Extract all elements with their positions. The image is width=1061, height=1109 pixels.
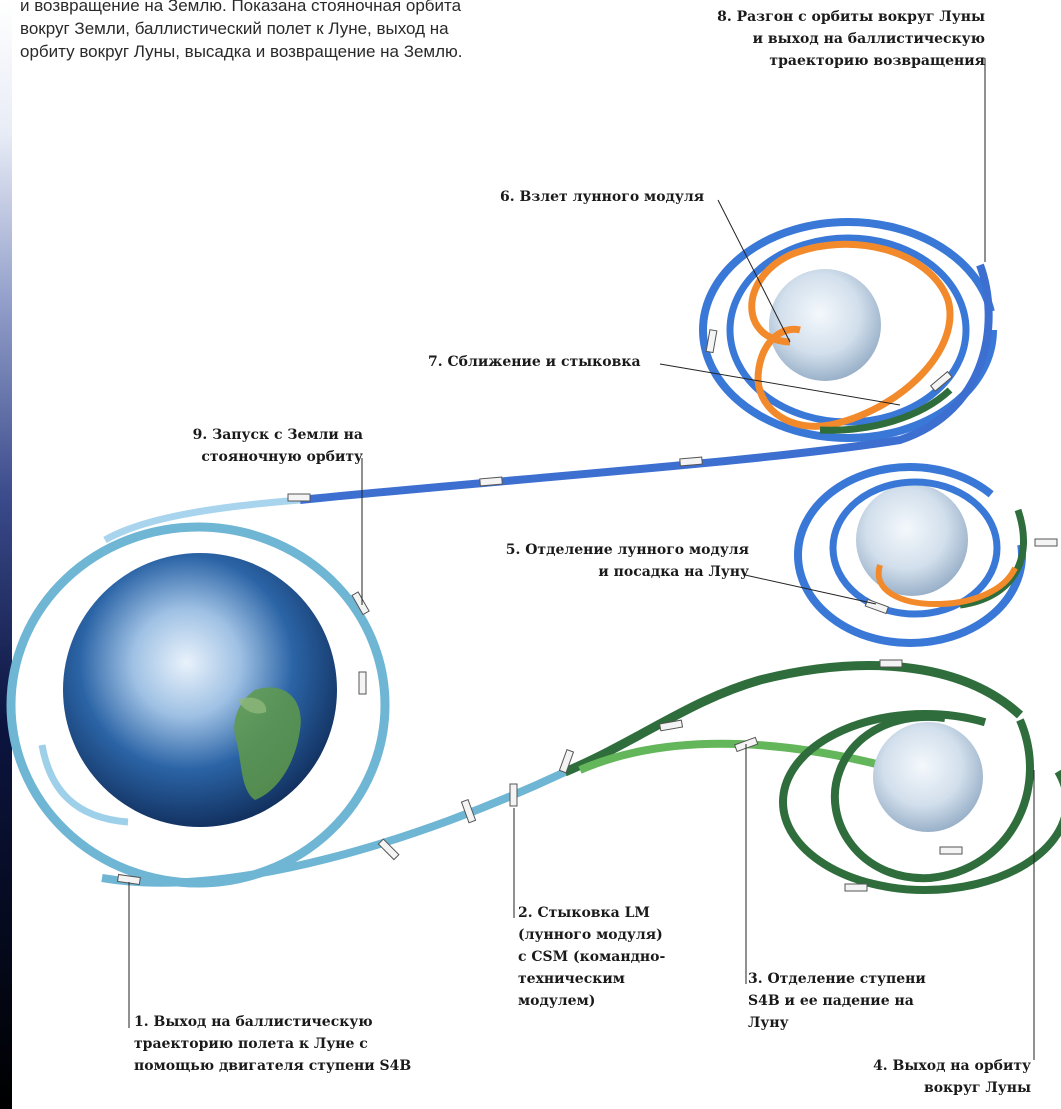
earth-landmass <box>234 687 301 800</box>
caption-line: орбиту вокруг Луны, высадка и возвращени… <box>20 42 463 61</box>
rendezvous-green-arc <box>819 387 953 434</box>
earth-launch-arc <box>38 744 129 826</box>
spacecraft-icon <box>479 476 503 487</box>
moon-5 <box>856 484 968 596</box>
spacecraft-icon <box>509 783 518 807</box>
trans-lunar-trajectory-green <box>563 661 1024 777</box>
step-8-line: траекторию возвращения <box>769 53 985 69</box>
trans-lunar-trajectory-blue <box>101 768 567 887</box>
step-2-line: (лунного модуля) <box>518 927 663 943</box>
spacecraft-icon <box>864 598 890 615</box>
step-3-line: S4B и ее падение на <box>748 993 914 1009</box>
step-5-label: 5. Отделение лунного модуля и посадка на… <box>506 539 749 583</box>
step-8-line: и выход на баллистическую <box>752 31 985 47</box>
step-2-label: 2. Стыковка LM (лунного модуля) с CSM (к… <box>518 902 665 1012</box>
step-2-line: 2. Стыковка LM <box>518 905 650 921</box>
spacecraft-icon <box>879 659 903 668</box>
spacecraft-markers <box>116 329 1058 892</box>
spacecraft-icon <box>929 370 953 392</box>
earth-group <box>6 522 390 888</box>
step-2-line: с CSM (командно- <box>518 949 666 965</box>
spacecraft-icon <box>705 329 718 354</box>
step-3-label: 3. Отделение ступени S4B и ее падение на… <box>748 968 926 1034</box>
spacecraft-icon <box>939 846 963 855</box>
step-3-line: Луну <box>748 1015 789 1031</box>
step-6-line: 6. Взлет лунного модуля <box>500 189 705 205</box>
step-8-line: 8. Разгон с орбиты вокруг Луны <box>717 9 985 25</box>
step-7-line: 7. Сближение и стыковка <box>428 354 641 370</box>
return-trajectory-light <box>103 496 301 544</box>
step-3-line: 3. Отделение ступени <box>748 971 926 987</box>
lm-descent-path <box>875 564 1018 608</box>
spacecraft-icon <box>358 671 367 695</box>
step-7-label: 7. Сближение и стыковка <box>428 351 641 373</box>
step-1-label: 1. Выход на баллистическую траекторию по… <box>134 1011 411 1077</box>
earth <box>63 553 337 827</box>
step-2-line: модулем) <box>518 993 596 1009</box>
lunar-orbit-4-inner <box>830 712 1034 883</box>
step-4-label: 4. Выход на орбиту вокруг Луны <box>873 1055 1031 1099</box>
leader-line-step-5 <box>744 574 877 605</box>
step-8-label: 8. Разгон с орбиты вокруг Луны и выход н… <box>717 6 985 72</box>
caption-line: вокруг Земли, баллистический полет к Лун… <box>20 19 449 38</box>
spacecraft-icon <box>287 493 311 502</box>
step-5-line: 5. Отделение лунного модуля <box>505 542 749 558</box>
step-2-line: техническим <box>518 971 625 987</box>
step-1-line: траекторию полета к Луне с <box>134 1036 368 1052</box>
spacecraft-icon <box>377 838 400 861</box>
spacecraft-icon <box>351 591 370 616</box>
step-9-line: стояночную орбиту <box>201 449 363 465</box>
step-1-line: помощью двигателя ступени S4B <box>134 1058 412 1074</box>
lunar-orbit-top-group <box>699 218 997 442</box>
step-9-line: 9. Запуск с Земли на <box>192 427 363 443</box>
step-4-line: 4. Выход на орбиту <box>873 1058 1031 1074</box>
caption-text: и возвращение на Землю. Показана стояноч… <box>20 0 540 63</box>
lunar-orbit-5-inner <box>829 478 1001 618</box>
caption-line: и возвращение на Землю. Показана стояноч… <box>20 0 462 15</box>
leader-line-step-7 <box>659 363 901 406</box>
lunar-orbit-5-group <box>794 463 1028 647</box>
step-4-line: вокруг Луны <box>923 1080 1031 1096</box>
left-edge-gradient <box>0 0 12 1109</box>
spacecraft-icon <box>460 798 477 824</box>
lunar-orbit-4-group <box>779 710 1061 894</box>
spacecraft-icon <box>558 748 575 774</box>
lm-ascent-path <box>748 240 954 430</box>
leader-line-step-6 <box>717 199 791 343</box>
spacecraft-icon <box>659 719 684 732</box>
spacecraft-icon <box>1034 538 1058 547</box>
step-6-label: 6. Взлет лунного модуля <box>500 186 704 208</box>
lunar-orbit-top-outer <box>699 218 997 442</box>
step-9-label: 9. Запуск с Земли на стояночную орбиту <box>193 424 363 468</box>
step-1-line: 1. Выход на баллистическую <box>134 1014 373 1030</box>
earth-landmass-2 <box>238 697 267 714</box>
leader-lines <box>128 58 1035 1060</box>
moon-top <box>769 269 881 381</box>
return-trajectory-dark <box>299 263 993 504</box>
lunar-orbit-4-outer <box>779 710 1061 894</box>
step-5-line: и посадка на Луну <box>598 564 749 580</box>
spacecraft-icon <box>116 873 141 886</box>
spacecraft-icon <box>844 883 868 892</box>
spacecraft-icon <box>679 456 703 467</box>
moon-4 <box>873 722 983 832</box>
